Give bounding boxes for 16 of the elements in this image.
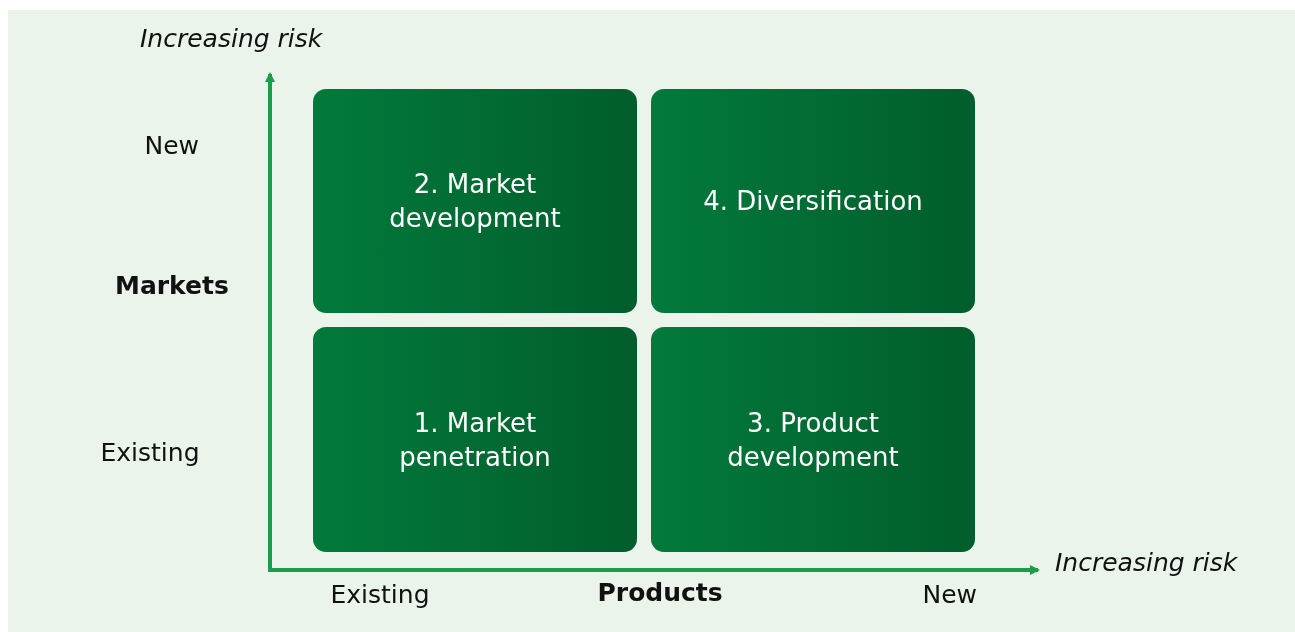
- box-label: 3. Product development: [726, 406, 900, 474]
- axis-title: Increasing risk: [1055, 547, 1238, 577]
- strategy-box: [313, 327, 637, 552]
- strategy-box: [313, 89, 637, 313]
- axis-title: Products: [597, 577, 723, 607]
- strategy-box: [651, 327, 975, 552]
- axis-tick-label: New: [922, 579, 978, 609]
- box-label: 1. Market penetration: [398, 406, 552, 474]
- box-label: 2. Market development: [388, 168, 562, 235]
- strategy-box: [651, 89, 975, 313]
- axis-tick-label: Existing: [330, 579, 430, 609]
- axis-tick-label: Existing: [100, 437, 200, 467]
- axis-title: Markets: [115, 270, 229, 300]
- axis-tick-label: New: [144, 130, 200, 160]
- axis-title: Increasing risk: [140, 23, 323, 53]
- box-label: 4. Diversification: [703, 185, 923, 218]
